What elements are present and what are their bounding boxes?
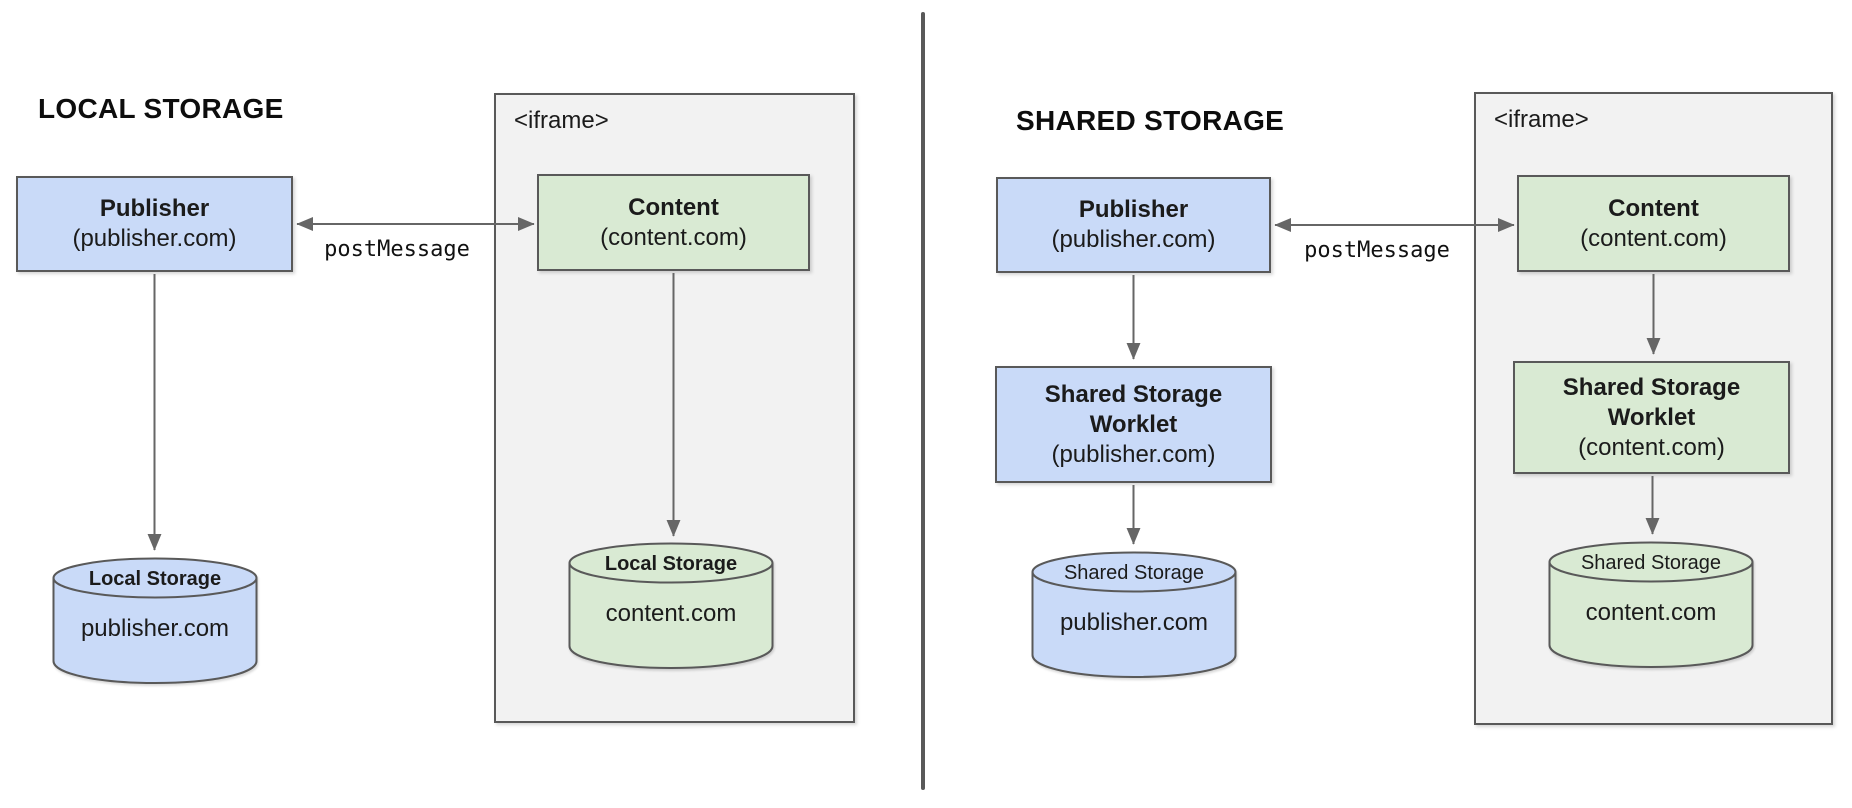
worklet-box-content: Shared Storage Worklet (content.com) [1513, 361, 1790, 474]
storage-db-label: Local Storage [604, 553, 738, 575]
cylinder-shape [1031, 551, 1237, 678]
local-storage-title: LOCAL STORAGE [38, 93, 284, 124]
worklet-name: Shared Storage Worklet [1562, 373, 1741, 431]
publisher-name: Publisher [1078, 196, 1189, 223]
publisher-box-shared: Publisher (publisher.com) [996, 177, 1271, 273]
worklet-box-publisher: Shared Storage Worklet (publisher.com) [995, 366, 1272, 483]
cylinder-shape [52, 557, 258, 684]
iframe-label-shared: <iframe> [1494, 106, 1589, 133]
publisher-domain: (publisher.com) [72, 225, 237, 252]
storage-db-domain: content.com [605, 600, 737, 627]
storage-db-label: Shared Storage [1580, 552, 1722, 574]
local-storage-db-content: Local Storage content.com [568, 542, 774, 669]
worklet-name: Shared Storage Worklet [1044, 380, 1223, 438]
iframe-label-local: <iframe> [514, 107, 609, 134]
storage-db-domain: publisher.com [1059, 609, 1209, 636]
content-name: Content [628, 193, 719, 221]
shared-storage-db-publisher: Shared Storage publisher.com [1031, 551, 1237, 678]
content-box-shared: Content (content.com) [1517, 175, 1790, 272]
publisher-box-local: Publisher (publisher.com) [16, 176, 293, 272]
postmessage-label-local: postMessage [324, 237, 470, 262]
content-domain: (content.com) [600, 223, 747, 251]
local-storage-db-publisher: Local Storage publisher.com [52, 557, 258, 684]
storage-db-label: Shared Storage [1063, 562, 1205, 584]
shared-storage-db-content: Shared Storage content.com [1548, 541, 1754, 668]
content-name: Content [1608, 194, 1699, 222]
worklet-domain: (content.com) [1578, 433, 1725, 461]
cylinder-shape [1548, 541, 1754, 668]
publisher-domain: (publisher.com) [1051, 226, 1216, 253]
postmessage-label-shared: postMessage [1304, 238, 1450, 263]
panel-divider [921, 12, 925, 790]
storage-db-domain: publisher.com [80, 615, 230, 642]
cylinder-shape [568, 542, 774, 669]
storage-db-domain: content.com [1585, 599, 1717, 626]
content-box-local: Content (content.com) [537, 174, 810, 271]
publisher-name: Publisher [99, 195, 210, 222]
worklet-domain: (publisher.com) [1051, 440, 1216, 468]
storage-db-label: Local Storage [88, 568, 222, 590]
content-domain: (content.com) [1580, 224, 1727, 252]
shared-storage-title: SHARED STORAGE [1016, 105, 1285, 136]
